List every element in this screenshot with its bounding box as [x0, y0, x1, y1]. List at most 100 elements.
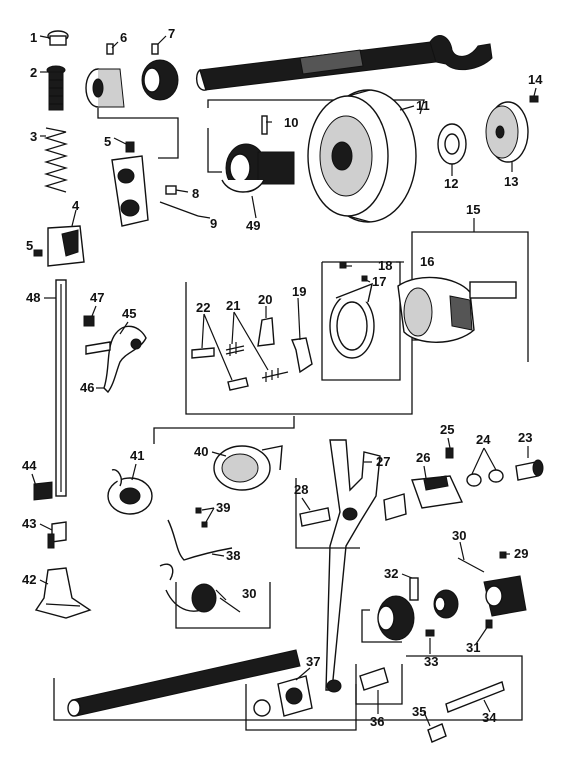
callout-22: 22: [196, 300, 210, 315]
feed-dog-26: [411, 475, 464, 509]
frame-bottom-shaft: [53, 655, 523, 721]
callout-48: 48: [26, 290, 40, 305]
bushing-6: [85, 68, 125, 108]
screw-28: [299, 507, 331, 527]
slide-plate: [383, 493, 407, 521]
screw-47: [83, 315, 95, 327]
clutch-assembly-49: [221, 143, 295, 193]
callout-38: 38: [226, 548, 240, 563]
callout-3: 3: [30, 129, 37, 144]
hook-41: [107, 469, 153, 515]
callout-18: 18: [378, 258, 392, 273]
hook-assembly: [397, 276, 517, 343]
callout-19: 19: [292, 284, 306, 299]
callout-33: 33: [424, 654, 438, 669]
handwheel-11: [307, 89, 417, 223]
feed-hook-38: [159, 519, 233, 581]
main-shaft: [195, 35, 493, 91]
screw-23: [515, 459, 544, 481]
presser-foot-42: [34, 567, 92, 619]
callout-4: 4: [72, 198, 80, 213]
callout-15: 15: [466, 202, 480, 217]
callout-25: 25: [440, 422, 454, 437]
callout-11: 11: [416, 98, 430, 113]
callout-7: 7: [168, 26, 175, 41]
hook-drive-shaft: [67, 649, 301, 717]
feed-cam-30b: [165, 583, 241, 613]
frame-feed-left: [175, 582, 271, 629]
collar-7: [141, 43, 179, 101]
callout-47: 47: [90, 290, 104, 305]
screw-14: [529, 95, 539, 103]
callout-26: 26: [416, 450, 430, 465]
callout-46: 46: [80, 380, 94, 395]
callout-6: 6: [120, 30, 127, 45]
spring-3: [43, 127, 69, 193]
tube-2: [46, 65, 66, 111]
callout-13: 13: [504, 174, 518, 189]
callout-14: 14: [528, 72, 543, 87]
pin-9: [159, 201, 199, 217]
callout-42: 42: [22, 572, 36, 587]
callout-17: 17: [372, 274, 386, 289]
latch-19: [291, 337, 313, 374]
frame-clutch: [207, 128, 222, 173]
callout-29: 29: [514, 546, 528, 561]
frame-37: [245, 684, 357, 731]
pin-10: [261, 115, 268, 135]
callout-23: 23: [518, 430, 532, 445]
callout-34: 34: [482, 710, 497, 725]
link-36: [359, 667, 389, 691]
frame-28: [295, 478, 360, 549]
screw-29: [499, 551, 507, 559]
screw-8: [165, 185, 177, 195]
callout-44: 44: [22, 458, 37, 473]
eccentric-bracket-5: [111, 141, 149, 227]
callout-12: 12: [444, 176, 458, 191]
presser-foot-screw-43: [47, 521, 67, 549]
callout-24: 24: [476, 432, 491, 447]
washer-12: [437, 123, 467, 165]
eccentric-31: [433, 589, 493, 629]
guide-bracket-4: [47, 225, 85, 267]
callout-35: 35: [412, 704, 426, 719]
screw-35: [427, 723, 447, 743]
callout-8: 8: [192, 186, 199, 201]
callout-20: 20: [258, 292, 272, 307]
screw-5b: [33, 249, 43, 257]
callout-30: 30: [452, 528, 466, 543]
callout-40: 40: [194, 444, 208, 459]
leader-lines: [31, 35, 537, 727]
screw-25: [445, 447, 454, 459]
frame-36: [355, 664, 403, 705]
callout-41: 41: [130, 448, 144, 463]
callout-49: 49: [246, 218, 260, 233]
presser-lifter-45: [103, 325, 147, 394]
callout-28: 28: [294, 482, 308, 497]
feed-lever-27: [325, 439, 381, 691]
callout-45: 45: [122, 306, 136, 321]
connecting-link-37: [253, 675, 342, 717]
callout-5: 5: [104, 134, 111, 149]
callout-36: 36: [370, 714, 384, 729]
shaft-pin-34: [445, 681, 505, 713]
set-screw-6: [106, 43, 114, 55]
callout-2: 2: [30, 65, 37, 80]
frame-shaft-left: [97, 108, 179, 159]
callouts: 1 2 3 4 5 6 7 8 9 10 11 12 13 14 15 16 1…: [22, 26, 543, 729]
stop-motion-knob-13: [485, 101, 529, 163]
frame-feed-right: [361, 609, 402, 643]
frame-16: [321, 261, 401, 381]
callout-31: 31: [466, 640, 480, 655]
bobbin-case-16: [329, 282, 375, 359]
callout-16: 16: [420, 254, 434, 269]
callout-43: 43: [22, 516, 36, 531]
callout-30b: 30: [242, 586, 256, 601]
callout-39: 39: [216, 500, 230, 515]
screw-18: [339, 261, 347, 269]
oil-cap-1: [47, 30, 69, 46]
latch-20: [257, 317, 275, 347]
callout-32: 32: [384, 566, 398, 581]
